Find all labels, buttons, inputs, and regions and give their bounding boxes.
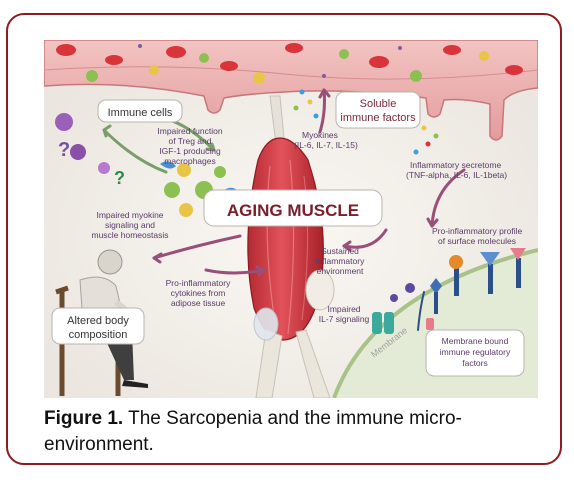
il7-label-1: Impaired — [327, 304, 360, 314]
sustained-label-2: inflammatory — [316, 256, 365, 266]
membrane-bound-label-1: Membrane bound — [442, 336, 509, 346]
immune-cells-box — [97, 99, 183, 123]
soluble-factors-label-1: Soluble — [360, 98, 397, 110]
impaired-function-label-4: macrophages — [164, 156, 216, 166]
adipose-label-3: adipose tissue — [171, 298, 226, 308]
myokines-label-1: Myokines — [302, 130, 338, 140]
figure-caption-label: Figure 1. — [44, 408, 124, 429]
membrane-bound-box — [425, 329, 525, 377]
arrows — [102, 88, 466, 331]
secretome-label-1: Inflammatory secretome — [410, 160, 501, 170]
sustained-label-1: Sustained — [321, 246, 359, 256]
soluble-factors-box — [335, 91, 421, 129]
question-mark-1: ? — [58, 139, 70, 161]
secretome-label-2: (TNF-alpha, IL-6, IL-1beta) — [406, 170, 507, 180]
impaired-function-label-1: Impaired function — [157, 126, 222, 136]
aging-muscle-title: AGING MUSCLE — [227, 201, 359, 220]
label-boxes — [51, 91, 525, 377]
membrane-bound-label-3: factors — [462, 358, 488, 368]
immune-cells-label: Immune cells — [108, 107, 173, 119]
pro-inflammatory-profile-label-2: of surface molecules — [438, 236, 516, 246]
altered-body-label-1: Altered body — [67, 315, 129, 327]
membrane-bound-label-2: immune regulatory — [440, 347, 511, 357]
impaired-function-label-2: of Treg and — [168, 136, 211, 146]
figure-illustration: Membrane ? ? — [44, 40, 538, 398]
diagram-svg: Membrane ? ? — [44, 40, 538, 398]
impaired-myokine-label-1: Impaired myokine — [96, 210, 163, 220]
soluble-factors-label-2: immune factors — [340, 112, 416, 124]
question-mark-2: ? — [114, 168, 125, 188]
impaired-function-label-3: IGF-1 producing — [159, 146, 221, 156]
surface-receptors — [372, 248, 526, 334]
impaired-myokine-label-3: muscle homeostasis — [91, 230, 168, 240]
altered-body-box — [51, 307, 145, 345]
altered-body-label-2: composition — [69, 329, 128, 341]
cytokine-dots — [293, 89, 439, 155]
impaired-myokine-label-2: signaling and — [105, 220, 155, 230]
sustained-label-3: environment — [317, 266, 364, 276]
adipose-label-1: Pro-inflammatory — [166, 278, 231, 288]
aging-muscle-box — [203, 189, 383, 227]
il7-label-2: IL-7 signaling — [319, 314, 370, 324]
blood-vessel — [44, 40, 538, 141]
figure-caption: Figure 1. The Sarcopenia and the immune … — [44, 406, 544, 458]
diagram-labels: Immune cells Soluble immune factors Impa… — [67, 98, 522, 368]
myokines-label-2: (IL-6, IL-7, IL-15) — [294, 140, 358, 150]
figure-caption-text: The Sarcopenia and the immune micro-envi… — [44, 408, 462, 455]
adipose-label-2: cytokines from — [171, 288, 226, 298]
pro-inflammatory-profile-label-1: Pro-inflammatory profile — [432, 226, 522, 236]
aging-muscle-illustration — [247, 95, 335, 398]
